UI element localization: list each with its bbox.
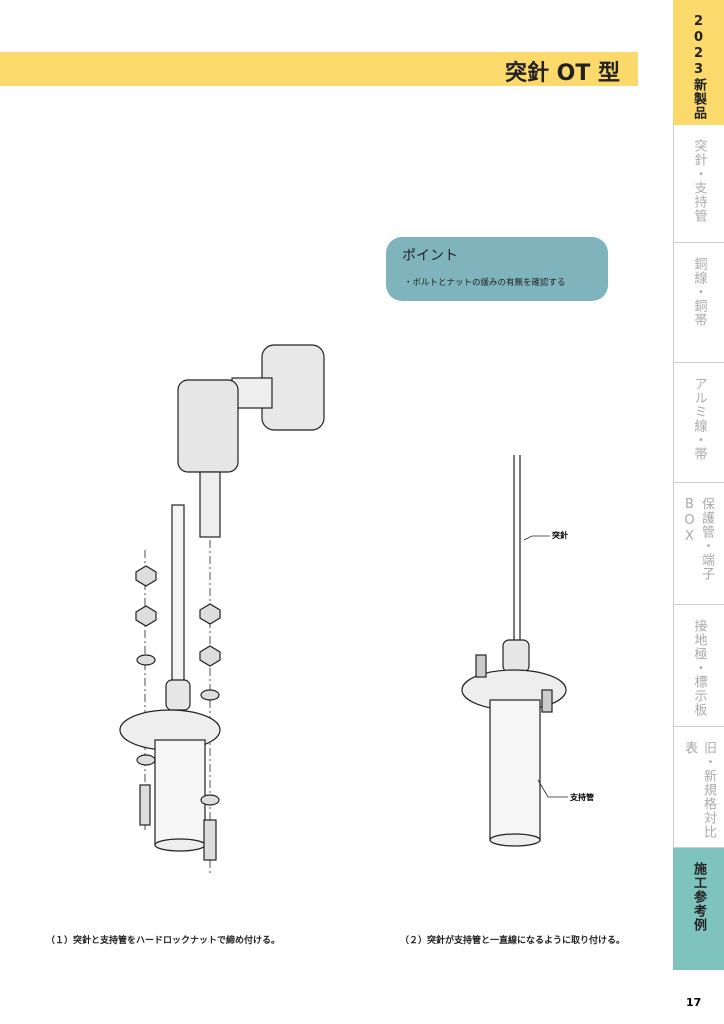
tab-new-products[interactable]: 2023新製品 xyxy=(673,0,724,125)
label-needle: 突針 xyxy=(552,531,568,540)
page-number: 17 xyxy=(686,996,702,1009)
tab-standards[interactable]: 旧・新規格対比表 xyxy=(673,727,724,848)
tab-copper[interactable]: 銅線・銅帯 xyxy=(673,243,724,363)
figure-1-exploded xyxy=(119,344,325,875)
page-title: 突針 OT 型 xyxy=(504,61,620,86)
tab-label: 施工参考例 xyxy=(691,862,706,932)
tab-aluminum[interactable]: アルミ線・帯 xyxy=(673,363,724,483)
tab-label: 突針・支持管 xyxy=(691,139,707,223)
caption-step-2: （２）突針が支持管と一直線になるように取り付ける。 xyxy=(400,936,626,946)
tab-label: 銅線・銅帯 xyxy=(691,257,707,327)
tab-label: 旧・新規格対比表 xyxy=(682,741,716,839)
tab-grounding[interactable]: 接地極・標示板 xyxy=(673,605,724,727)
point-title: ポイント xyxy=(402,248,458,264)
title-bar: 突針 OT 型 xyxy=(0,52,638,86)
tab-needle-pipe[interactable]: 突針・支持管 xyxy=(673,125,724,243)
tab-label: 接地極・標示板 xyxy=(691,619,707,717)
tab-construction-examples[interactable]: 施工参考例 xyxy=(673,848,724,970)
section-tabs: 2023新製品 突針・支持管 銅線・銅帯 アルミ線・帯 保護管・端子BOX 接地… xyxy=(673,0,724,970)
tab-label: 2023新製品 xyxy=(691,14,706,120)
figure-2-assembled xyxy=(461,455,568,847)
caption-step-1: （１）突針と支持管をハードロックナットで締め付ける。 xyxy=(46,936,281,946)
point-box: ポイント ・ボルトとナットの緩みの有無を確認する xyxy=(386,237,608,301)
tab-label: アルミ線・帯 xyxy=(691,377,707,461)
label-pipe: 支持管 xyxy=(570,793,594,802)
tab-conduit-box[interactable]: 保護管・端子BOX xyxy=(673,483,724,605)
tab-label: 保護管・端子BOX xyxy=(682,497,714,581)
point-body: ・ボルトとナットの緩みの有無を確認する xyxy=(404,278,566,288)
